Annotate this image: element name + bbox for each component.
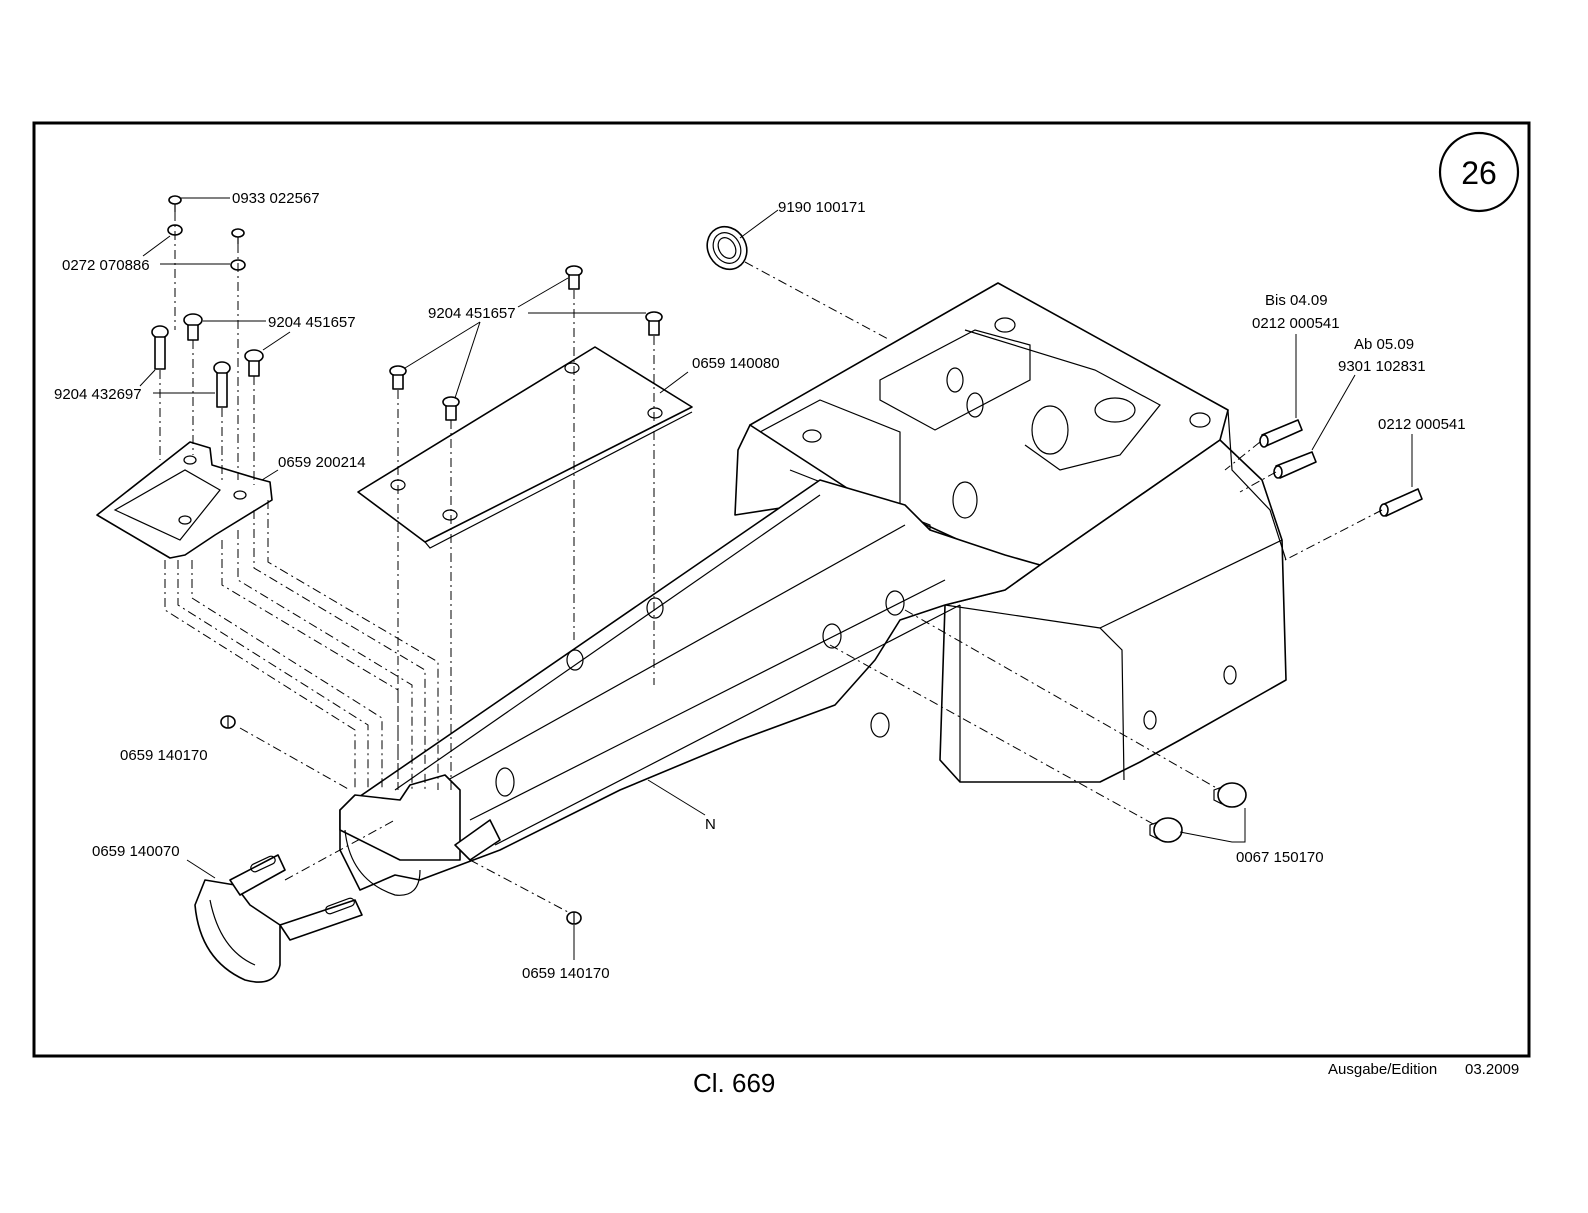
screw-plate-4 <box>443 397 459 420</box>
front-guard-part <box>195 855 362 982</box>
pin-0212-000541-b <box>1380 489 1422 516</box>
page-number-badge: 26 <box>1440 133 1518 211</box>
screw-small-b <box>232 229 244 244</box>
screw-9204-451657-b <box>245 350 263 376</box>
screw-0659-140170-bottom <box>567 912 581 924</box>
screw-plate-1 <box>566 266 582 289</box>
callout-0272-070886: 0272 070886 <box>62 257 150 274</box>
screw-9204-451657-a <box>184 314 202 340</box>
plug-0067-b <box>1150 818 1182 842</box>
callout-0212-000541-a: 0212 000541 <box>1252 315 1340 332</box>
edition-value: 03.2009 <box>1465 1061 1519 1078</box>
callout-9204-451657-left: 9204 451657 <box>268 314 356 331</box>
class-label: Cl. 669 <box>693 1068 775 1098</box>
machine-housing <box>340 283 1286 895</box>
callout-0659-140080: 0659 140080 <box>692 355 780 372</box>
screw-9204-432697-a <box>152 326 168 369</box>
callout-0212-000541-b: 0212 000541 <box>1378 416 1466 433</box>
callout-0659-140170-left: 0659 140170 <box>120 747 208 764</box>
callout-0659-200214: 0659 200214 <box>278 454 366 471</box>
bracket-part <box>97 442 272 558</box>
callout-9204-432697: 9204 432697 <box>54 386 142 403</box>
callout-n: N <box>705 816 716 833</box>
pin-0212-000541-a <box>1260 420 1302 447</box>
callout-0067-150170: 0067 150170 <box>1236 849 1324 866</box>
screw-plate-2 <box>646 312 662 335</box>
screw-0933-022567 <box>169 196 181 212</box>
callout-9204-451657-mid: 9204 451657 <box>428 305 516 322</box>
plug-0067-a <box>1214 783 1246 807</box>
screw-0659-140170-left <box>221 716 235 728</box>
screw-9204-432697-b <box>214 362 230 407</box>
page-number: 26 <box>1461 155 1497 191</box>
callout-9190-100171: 9190 100171 <box>778 199 866 216</box>
callout-9301-102831: 9301 102831 <box>1338 358 1426 375</box>
pin-9301-102831 <box>1274 452 1316 478</box>
callout-0659-140070: 0659 140070 <box>92 843 180 860</box>
callout-bis-04-09: Bis 04.09 <box>1265 292 1328 309</box>
grommet-9190-100171 <box>700 219 755 276</box>
callout-ab-05-09: Ab 05.09 <box>1354 336 1414 353</box>
cover-plate-part <box>358 347 692 548</box>
screw-plate-3 <box>390 366 406 389</box>
callout-0933-022567: 0933 022567 <box>232 190 320 207</box>
callout-0659-140170-bottom: 0659 140170 <box>522 965 610 982</box>
edition-label: Ausgabe/Edition <box>1328 1061 1437 1078</box>
